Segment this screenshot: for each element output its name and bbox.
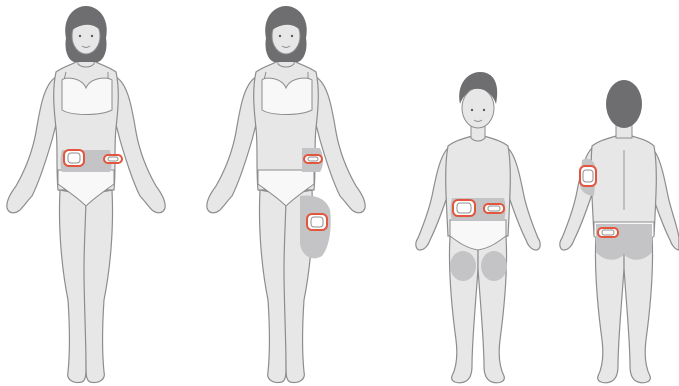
sensor-abdomen-right [453,200,475,216]
sensor-abdomen-left [484,204,504,213]
child-body-front-icon [416,72,540,383]
figure-child-back [560,80,679,383]
sensor-thigh-left [307,214,327,230]
sensor-abdomen-right [64,150,84,166]
figure-adult-front-thigh [207,6,365,383]
adult-body-front-icon [7,6,165,383]
sensor-upper-buttock [598,228,618,237]
sensor-upper-arm [580,166,596,186]
sensor-abdomen-left [104,155,122,163]
adult-body-front-icon [207,6,365,383]
figure-adult-front [7,6,165,383]
figure-child-front [416,72,540,383]
sensor-abdomen-left [304,155,322,163]
